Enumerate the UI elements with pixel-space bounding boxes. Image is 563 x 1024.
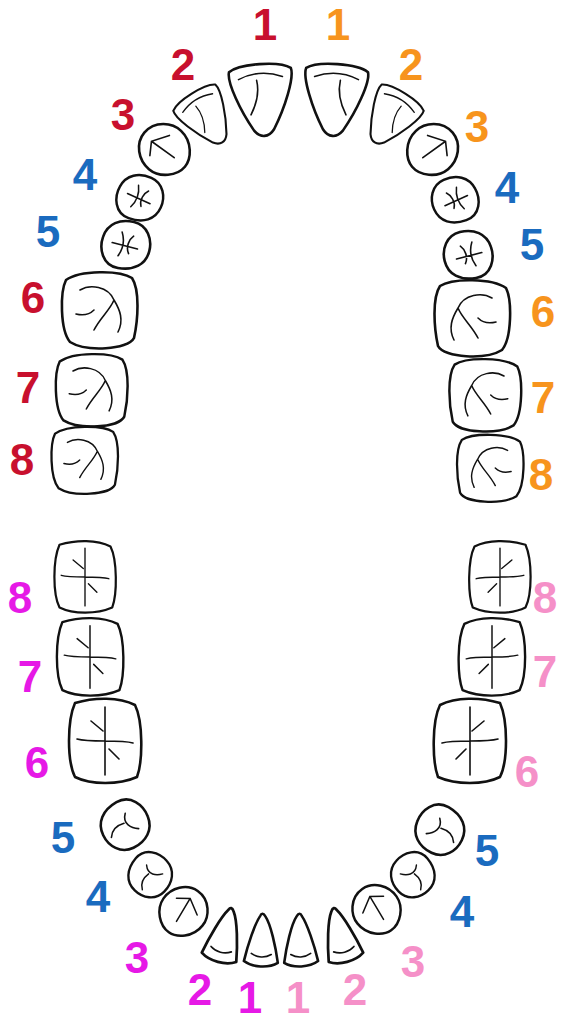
tooth: [440, 227, 496, 283]
tooth-number: 8: [8, 576, 32, 620]
tooth: [434, 699, 506, 783]
tooth-number: 4: [86, 875, 110, 919]
tooth-number: 2: [188, 968, 212, 1012]
tooth-number: 6: [515, 750, 539, 794]
tooth-number: 5: [51, 816, 75, 860]
tooth-number: 5: [475, 829, 499, 873]
lower-arch: [54, 541, 530, 967]
tooth-number: 4: [495, 166, 519, 210]
tooth: [92, 792, 158, 858]
tooth-number: 1: [286, 976, 310, 1020]
tooth: [62, 272, 138, 348]
tooth-number: 8: [533, 576, 557, 620]
tooth: [54, 541, 115, 613]
tooth-number: 2: [171, 43, 195, 87]
tooth-number: 5: [36, 210, 60, 254]
tooth-number: 6: [21, 276, 45, 320]
tooth: [201, 904, 250, 967]
tooth-number: 1: [253, 3, 277, 47]
tooth: [69, 699, 141, 783]
tooth: [51, 427, 118, 494]
tooth-number: 7: [533, 650, 557, 694]
tooth: [396, 113, 469, 185]
tooth-number: 8: [10, 438, 34, 482]
tooth-number: 4: [73, 153, 97, 197]
tooth: [301, 62, 369, 138]
tooth-number: 6: [531, 290, 555, 334]
tooth-number: 6: [25, 741, 49, 785]
tooth-number: 8: [529, 453, 553, 497]
tooth-number: 2: [399, 43, 423, 87]
tooth: [57, 618, 123, 696]
tooth-number: 4: [450, 890, 474, 934]
tooth-number: 7: [531, 376, 555, 420]
tooth: [56, 354, 128, 426]
tooth-number: 2: [343, 968, 367, 1012]
tooth: [469, 541, 530, 613]
upper-arch: [51, 62, 523, 502]
tooth-number: 3: [465, 105, 489, 149]
tooth: [316, 904, 365, 967]
tooth-number: 7: [16, 366, 40, 410]
tooth: [459, 618, 525, 696]
tooth: [244, 913, 281, 967]
tooth-number: 1: [326, 3, 350, 47]
tooth: [98, 217, 154, 273]
tooth: [449, 359, 521, 431]
tooth: [426, 171, 485, 230]
tooth: [282, 913, 319, 967]
tooth-number: 1: [238, 976, 262, 1020]
tooth: [457, 435, 524, 502]
tooth-number: 7: [18, 655, 42, 699]
tooth: [149, 877, 217, 946]
tooth: [435, 280, 511, 356]
tooth-number: 5: [520, 223, 544, 267]
tooth: [110, 169, 169, 228]
tooth: [228, 62, 296, 138]
tooth-number: 3: [125, 936, 149, 980]
tooth-number: 3: [401, 940, 425, 984]
tooth-number: 3: [111, 93, 135, 137]
